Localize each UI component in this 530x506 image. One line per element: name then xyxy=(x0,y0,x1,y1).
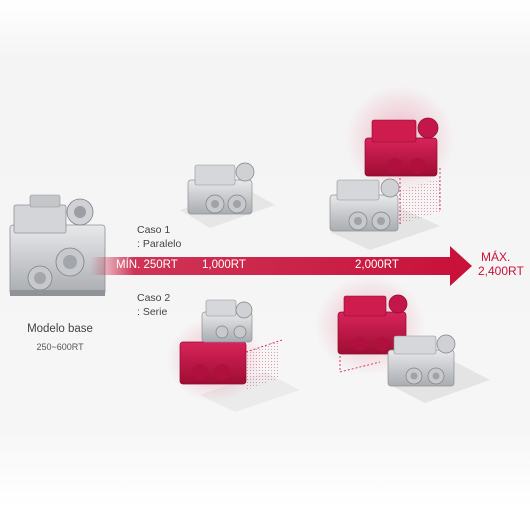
case2-label-type: : Serie xyxy=(137,306,168,318)
base-model-title: Modelo base xyxy=(27,323,93,335)
case1-chiller-2000 xyxy=(329,85,455,232)
arrow-max-line1: MÁX. xyxy=(481,250,511,264)
case2-label-title: Caso 2 xyxy=(137,292,171,304)
arrow-min-label: MÍN. 250RT xyxy=(116,259,178,271)
case1-chiller-1000 xyxy=(187,162,255,215)
base-model-range: 250~600RT xyxy=(36,342,84,352)
arrow-mark-1000: 1,000RT xyxy=(202,259,246,271)
capacity-arrow xyxy=(90,246,472,286)
arrow-max-line2: 2,400RT xyxy=(478,264,524,278)
case1-label-title: Caso 1 xyxy=(137,224,171,236)
case2-chiller-2000 xyxy=(315,275,456,387)
arrow-mark-2000: 2,000RT xyxy=(355,259,399,271)
base-model-chiller xyxy=(9,194,106,296)
case1-label-type: : Paralelo xyxy=(137,238,182,250)
case2-chiller-1000 xyxy=(167,299,283,402)
